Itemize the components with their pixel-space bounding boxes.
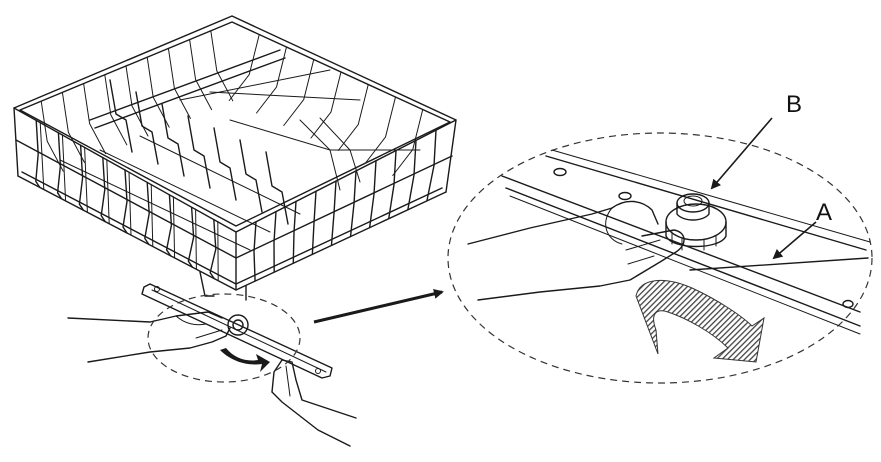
pointer-arrow-icon — [313, 288, 444, 324]
zoomed-detail: B A — [447, 91, 873, 384]
dish-rack-illustration — [13, 15, 457, 301]
callout-label-a: A — [816, 199, 832, 226]
rotation-arrow-icon — [635, 279, 765, 363]
callout-label-b: B — [786, 91, 802, 118]
spray-arm-illustration — [67, 283, 357, 447]
rotation-arrow-icon — [220, 348, 270, 372]
detail-highlight-small — [147, 293, 301, 383]
